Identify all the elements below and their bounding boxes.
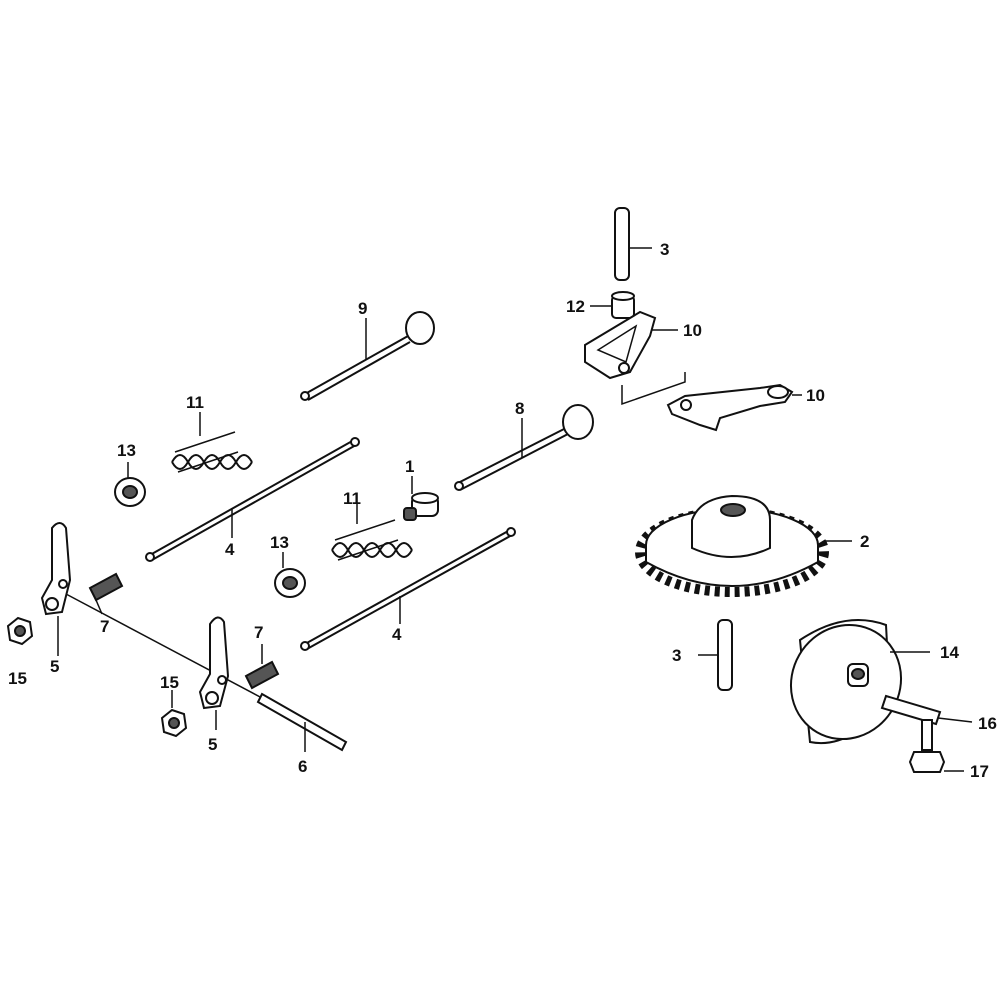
- callout-17: 17: [970, 762, 989, 781]
- part-rocker-shaft: [256, 692, 348, 752]
- part-pushrod-lower: [300, 527, 516, 651]
- callout-13-upper: 13: [117, 441, 136, 460]
- part-bolt: [908, 719, 964, 773]
- callout-14: 14: [940, 643, 959, 662]
- part-rocker-arm-upper: [584, 310, 678, 380]
- part-shaft: [880, 694, 973, 726]
- part-nut-right: [160, 690, 188, 738]
- callout-4-lower: 4: [392, 625, 402, 644]
- callout-7-right: 7: [254, 623, 263, 642]
- part-collar: [590, 291, 635, 319]
- part-screw-right: [244, 644, 280, 690]
- part-retainer-lower: [274, 552, 306, 598]
- callout-10-upper: 10: [683, 321, 702, 340]
- callout-3-top: 3: [660, 240, 669, 259]
- part-screw-left: [88, 572, 124, 615]
- callout-1: 1: [405, 457, 414, 476]
- part-lever-right: [198, 616, 230, 730]
- callout-4-upper: 4: [225, 540, 235, 559]
- callout-16: 16: [978, 714, 997, 733]
- part-tappet: [403, 476, 439, 521]
- part-pin-top: [614, 207, 652, 281]
- callout-5-right: 5: [208, 735, 217, 754]
- part-spring-lower: [331, 504, 413, 561]
- part-pushrod-upper: [145, 437, 360, 562]
- callout-15-left: 15: [8, 669, 27, 688]
- callout-6: 6: [298, 757, 307, 776]
- bracket-line: [621, 372, 686, 406]
- part-rocker-arm-lower: [666, 383, 802, 432]
- callout-15-right: 15: [160, 673, 179, 692]
- part-governor-plate: [789, 619, 930, 744]
- callout-8: 8: [515, 399, 524, 418]
- callout-7-left: 7: [100, 617, 109, 636]
- guide-line-left: [65, 593, 263, 699]
- callout-11-upper: 11: [186, 393, 204, 412]
- callout-2: 2: [860, 532, 869, 551]
- callout-5-left: 5: [50, 657, 59, 676]
- callout-13-lower: 13: [270, 533, 289, 552]
- part-cam-gear: [635, 494, 852, 597]
- callout-12: 12: [566, 297, 585, 316]
- callout-3-lower: 3: [672, 646, 681, 665]
- part-pin-lower: [698, 619, 733, 691]
- part-lever-left: [40, 522, 72, 656]
- callout-11-lower: 11: [343, 489, 361, 508]
- part-valve-8: [454, 404, 594, 491]
- part-retainer-upper: [114, 462, 146, 507]
- callout-10-lower: 10: [806, 386, 825, 405]
- part-nut-left: [6, 616, 34, 646]
- callout-9: 9: [358, 299, 367, 318]
- part-valve-9: [300, 311, 435, 401]
- part-spring-upper: [171, 412, 253, 473]
